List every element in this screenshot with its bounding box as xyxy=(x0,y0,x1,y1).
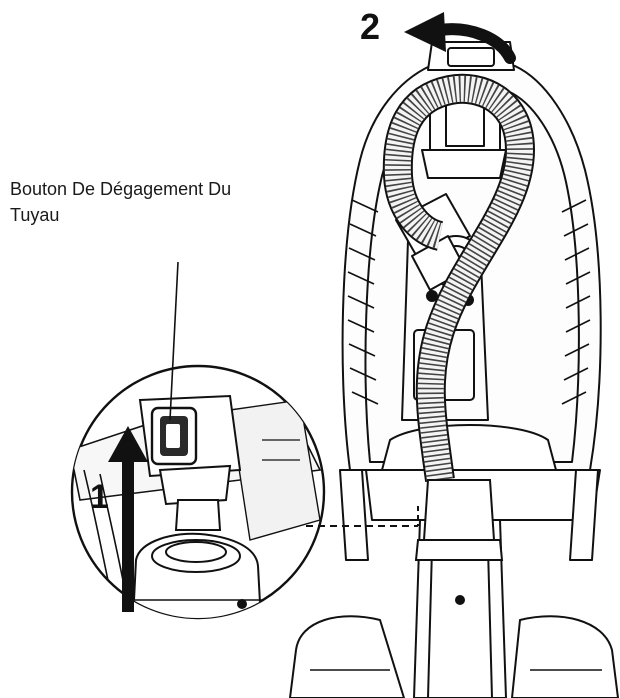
callout-leader-line xyxy=(169,261,179,421)
detail-magnifier xyxy=(70,364,326,620)
left-vents xyxy=(347,199,379,405)
vacuum-body xyxy=(289,41,619,698)
label-line-1: Bouton De Dégagement Du xyxy=(10,179,232,199)
right-vents xyxy=(561,199,591,405)
flexible-hose xyxy=(382,73,536,482)
step-2-number: 2 xyxy=(360,6,381,47)
hose-release-button-label: Bouton De Dégagement Du Tuyau xyxy=(10,176,310,228)
push-up-arrow xyxy=(108,426,148,612)
hose-lower-cuff xyxy=(414,479,504,561)
rotation-arrow xyxy=(404,12,516,64)
label-line-2: Tuyau xyxy=(10,205,60,225)
release-button-shape xyxy=(150,406,198,466)
step-1-number: 1 xyxy=(90,478,109,516)
